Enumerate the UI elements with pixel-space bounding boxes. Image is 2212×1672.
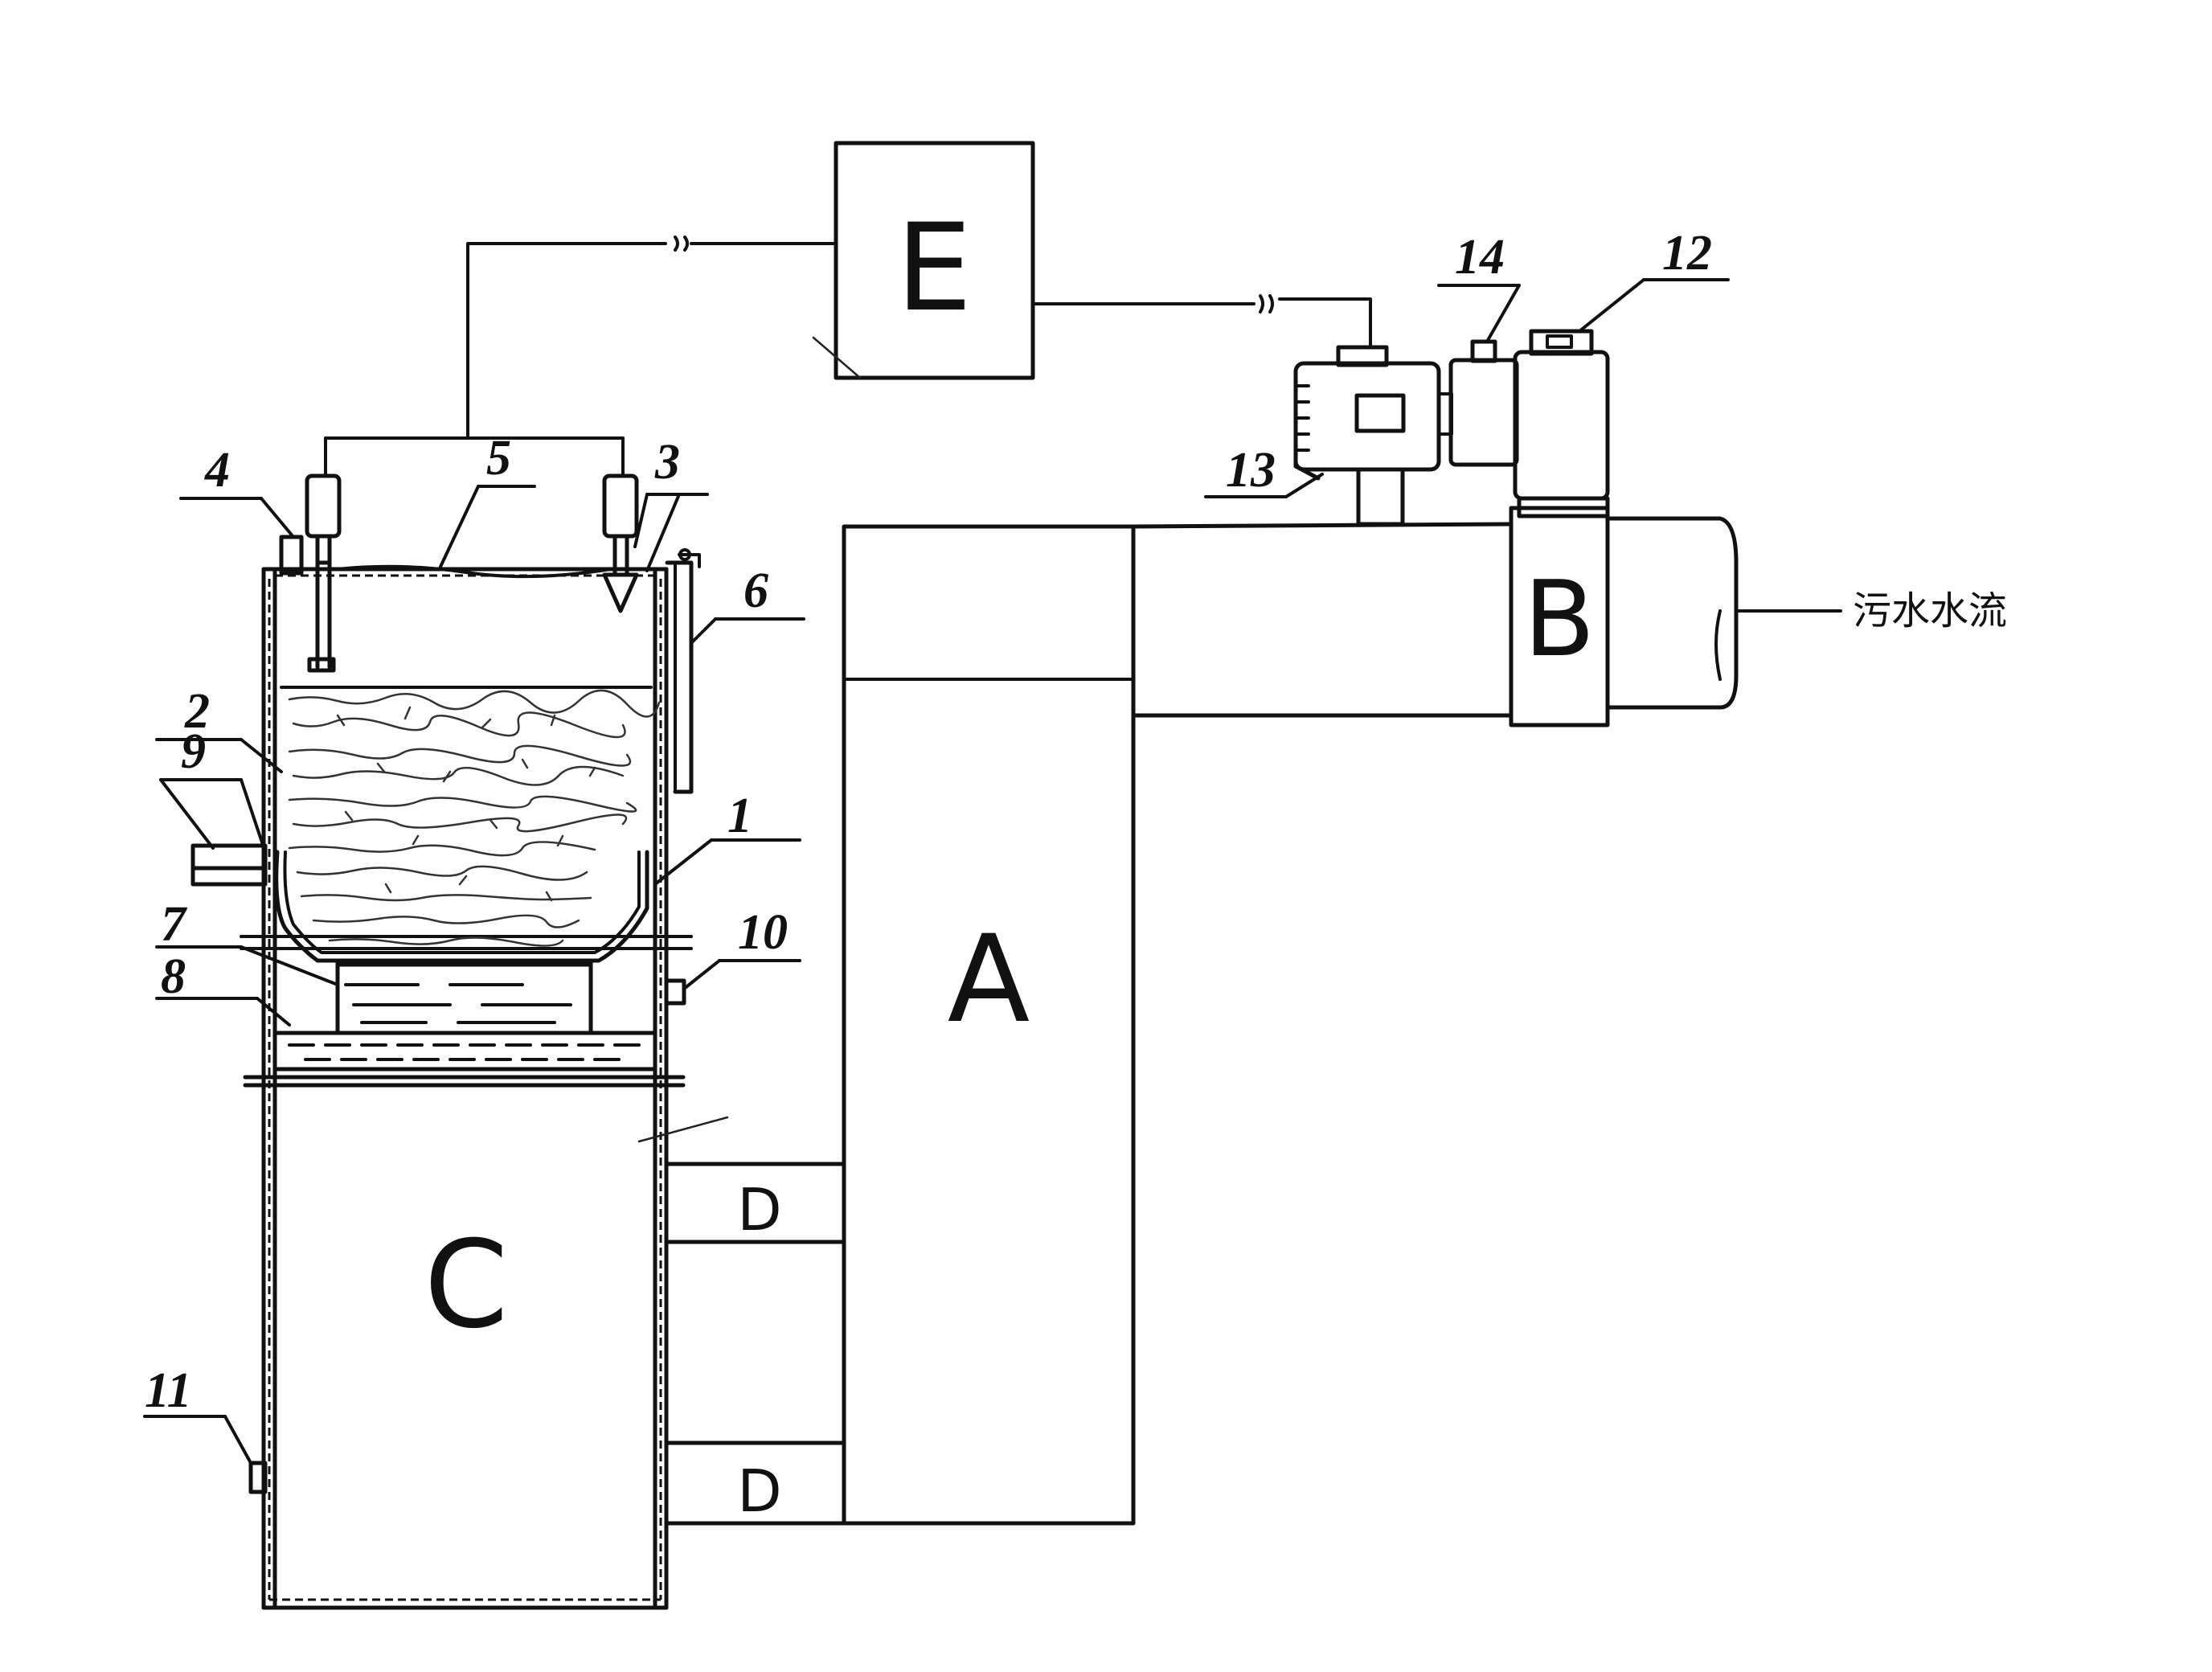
tank-a: A xyxy=(842,524,1136,1526)
wire-break-symbol xyxy=(674,236,689,252)
reactor-vessel xyxy=(190,473,701,1610)
svg-text:10: 10 xyxy=(738,905,788,960)
callout-2: 2 xyxy=(155,684,283,773)
callout-5: 5 xyxy=(439,431,536,568)
svg-text:5: 5 xyxy=(486,431,511,486)
callout-11: 11 xyxy=(143,1363,252,1465)
svg-text:6: 6 xyxy=(743,563,768,618)
control-unit-e-leader xyxy=(812,336,862,379)
svg-text:11: 11 xyxy=(145,1363,192,1418)
callout-6: 6 xyxy=(690,563,805,645)
callout-3: 3 xyxy=(633,435,709,572)
callout-13: 13 xyxy=(1204,443,1324,498)
connector-d-lower: D xyxy=(664,1440,846,1526)
callout-12: 12 xyxy=(1578,226,1730,333)
inflow-label: 污水水流 xyxy=(1853,588,2007,633)
callout-10: 10 xyxy=(682,905,801,990)
label-e: E xyxy=(896,199,973,338)
motor-13 xyxy=(1293,345,1453,527)
callout-9: 9 xyxy=(159,724,267,854)
control-unit-e: E xyxy=(812,141,1035,380)
svg-text:7: 7 xyxy=(161,897,188,952)
callout-7: 7 xyxy=(155,897,339,986)
svg-text:13: 13 xyxy=(1226,443,1276,498)
unit-b-box xyxy=(1509,506,1610,727)
svg-text:8: 8 xyxy=(161,949,186,1004)
tank-a-box xyxy=(842,524,1136,1526)
inflow-channel xyxy=(1131,516,1739,718)
connector-d-upper: D xyxy=(664,1162,846,1244)
callout-8: 8 xyxy=(155,949,291,1027)
callout-1: 1 xyxy=(653,789,801,886)
label-d-upper: D xyxy=(737,1176,781,1244)
label-d-lower: D xyxy=(737,1457,781,1525)
pump-12 xyxy=(1513,329,1610,518)
svg-text:4: 4 xyxy=(204,443,230,498)
callout-14: 14 xyxy=(1437,230,1521,343)
inflow-annotation: 污水水流 xyxy=(1735,588,2007,633)
wire-e-to-sensors xyxy=(324,236,838,477)
label-c-leader xyxy=(637,1116,729,1143)
label-c: C xyxy=(424,1215,509,1355)
svg-text:3: 3 xyxy=(654,435,680,490)
motor-13-shaft xyxy=(1356,467,1405,527)
svg-text:9: 9 xyxy=(181,724,206,779)
svg-text:14: 14 xyxy=(1455,230,1505,285)
callout-4: 4 xyxy=(179,443,295,539)
svg-text:1: 1 xyxy=(727,789,752,843)
filter-media-texture xyxy=(288,689,661,947)
label-a: A xyxy=(948,910,1030,1050)
label-b: B xyxy=(1523,558,1595,680)
svg-text:2: 2 xyxy=(184,684,210,739)
svg-text:12: 12 xyxy=(1662,226,1712,281)
wire-e-to-motor xyxy=(1031,294,1372,349)
unit-b: B xyxy=(1509,506,1610,727)
control-unit-e-box xyxy=(834,141,1035,380)
wire-break-symbol-2 xyxy=(1259,294,1274,314)
gearbox-14 xyxy=(1448,339,1519,467)
